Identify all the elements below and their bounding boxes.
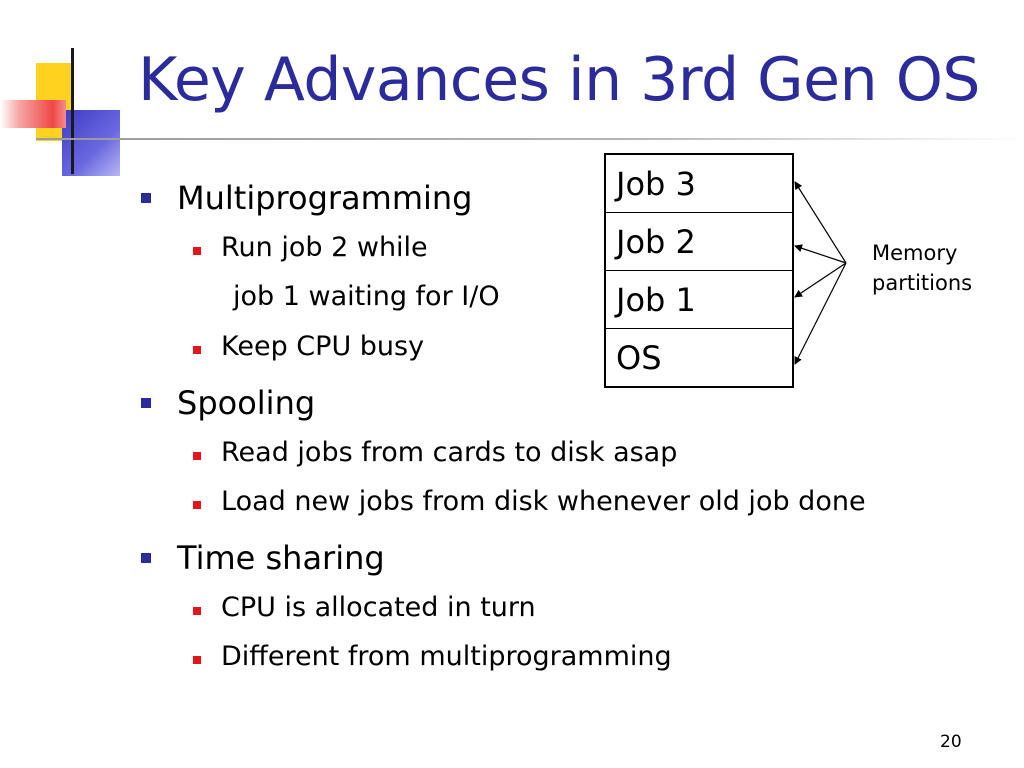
arrow-to-job1 [794, 262, 847, 298]
page-number: 20 [940, 732, 962, 752]
memory-partitions-label: Memory partitions [872, 238, 972, 298]
memory-cell-job2: Job 2 [604, 212, 794, 271]
memory-partition-table: Job 3 Job 2 Job 1 OS [604, 153, 794, 388]
deco-red-bar [0, 100, 66, 128]
slide-title: Key Advances in 3rd Gen OS [138, 45, 981, 115]
arrow-to-job3 [794, 181, 847, 264]
deco-vertical-line [71, 48, 74, 174]
title-divider [36, 138, 1024, 140]
memory-cell-job1: Job 1 [604, 270, 794, 329]
arrow-to-os [794, 262, 847, 365]
memory-cell-job3: Job 3 [604, 153, 794, 213]
memory-label-line2: partitions [872, 271, 973, 295]
memory-label-line1: Memory [872, 241, 958, 265]
arrow-to-job2 [794, 244, 847, 264]
memory-cell-os: OS [604, 328, 794, 388]
